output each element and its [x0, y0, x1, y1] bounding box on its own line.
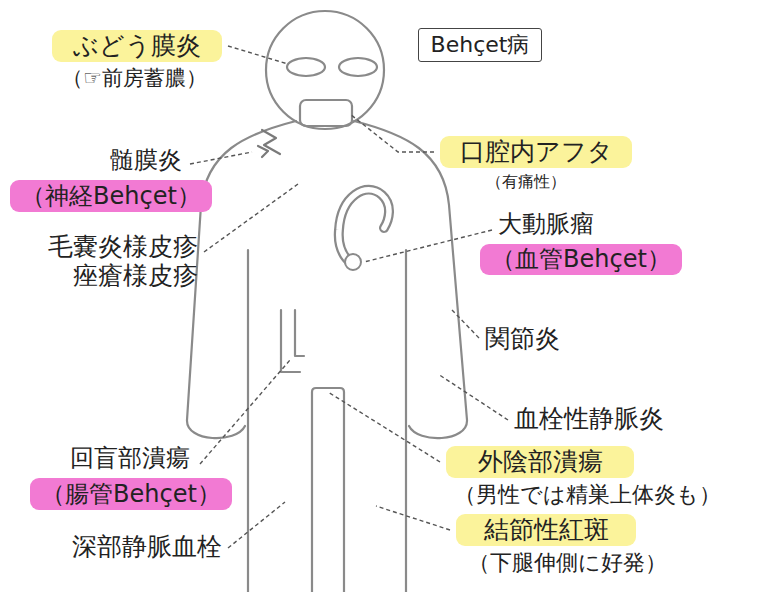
highlight-text: ぶどう膜炎: [73, 31, 201, 61]
symptom-label: 深部静脈血栓: [72, 533, 222, 562]
subtype-highlight: 大動脈瘤（血管Behçet）: [480, 244, 682, 275]
note-text: （☞前房蓄膿）: [62, 66, 207, 91]
title-box: Behçet病: [418, 28, 542, 62]
leader-line: [228, 46, 288, 64]
mouth: [300, 100, 352, 126]
highlight-text: （神経Behçet）: [21, 182, 201, 211]
subtype-highlight: 髄膜炎（神経Behçet）: [10, 180, 212, 212]
highlight-text: 外陰部潰瘍: [478, 447, 603, 477]
highlight-text: 結節性紅斑: [484, 515, 609, 545]
symptom-label: 毛嚢炎様皮疹 痤瘡様皮疹: [38, 233, 198, 291]
note-text: 髄膜炎: [110, 146, 182, 175]
intestine-symbol: [281, 310, 304, 372]
leader-line: [328, 392, 440, 462]
left-torso-line: [247, 250, 249, 592]
symptom-highlight: 口腔内アフタ（有痛性）: [440, 136, 632, 168]
left-arm-outline: [187, 121, 296, 438]
symptom-highlight: ぶどう膜炎（☞前房蓄膿）: [52, 30, 222, 62]
head-outline: [266, 11, 384, 129]
leader-line: [438, 374, 508, 420]
note-text: 大動脈瘤: [498, 210, 594, 239]
leader-line: [190, 152, 252, 164]
highlight-text: 口腔内アフタ: [460, 137, 613, 167]
highlight-text: （腸管Behçet）: [41, 480, 221, 509]
highlight-text: （血管Behçet）: [491, 245, 671, 274]
note-text: （有痛性）: [486, 172, 566, 191]
leader-line: [364, 230, 492, 262]
leader-line: [200, 360, 290, 464]
leader-line: [376, 506, 450, 530]
leader-line: [350, 114, 434, 152]
eye: [287, 58, 325, 76]
note-text: 回盲部潰瘍: [70, 444, 190, 473]
note-text: （下腿伸側に好発）: [468, 550, 667, 576]
leg-gap: [312, 388, 344, 592]
symptom-label: 関節炎: [485, 325, 560, 354]
right-arm-outline: [354, 121, 467, 438]
leader-line: [452, 310, 479, 338]
highlight-text: Behçet病: [431, 32, 530, 58]
leader-line: [228, 502, 285, 548]
pain-symbol: [258, 130, 280, 157]
leader-line: [204, 184, 298, 252]
eye: [339, 58, 377, 76]
symptom-label: 血栓性静脈炎: [514, 405, 664, 434]
symptom-highlight: 結節性紅斑（下腿伸側に好発）: [456, 514, 636, 546]
subtype-highlight: 回盲部潰瘍（腸管Behçet）: [30, 478, 232, 510]
right-torso-line: [405, 250, 407, 592]
note-text: （男性では精巣上体炎も）: [454, 482, 721, 508]
symptom-highlight: 外陰部潰瘍（男性では精巣上体炎も）: [446, 446, 634, 478]
